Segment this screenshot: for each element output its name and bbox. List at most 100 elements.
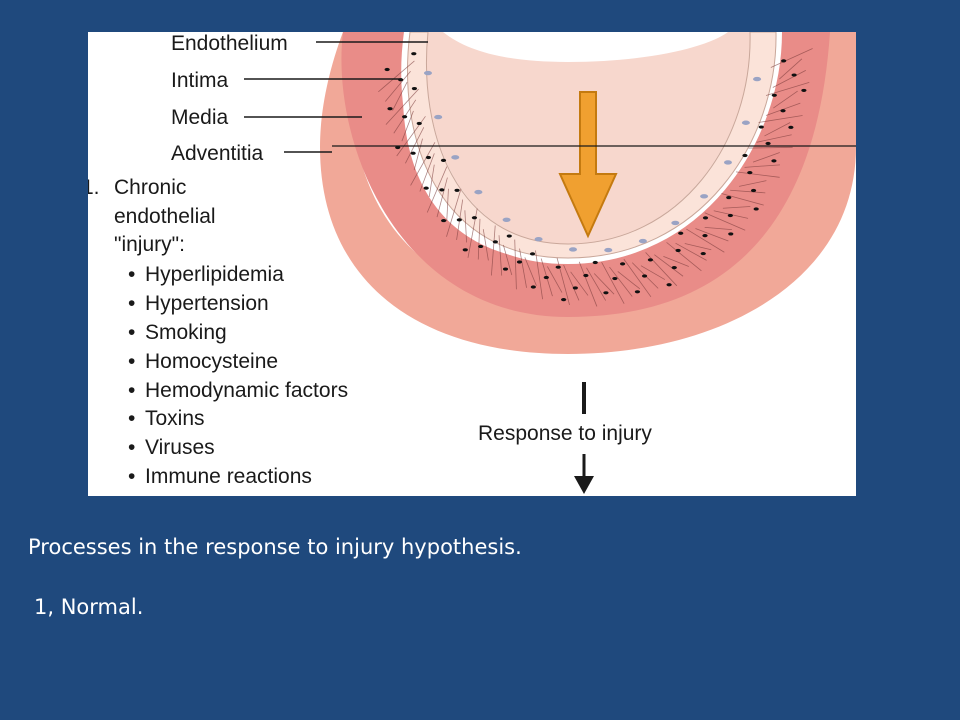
nucleus xyxy=(411,86,418,91)
media-fiber xyxy=(748,146,793,149)
media-fiber xyxy=(446,188,449,222)
cause-item: Toxins xyxy=(145,407,205,430)
media-fiber xyxy=(535,250,543,300)
media-fiber xyxy=(640,265,666,280)
cause-item: Immune reactions xyxy=(145,465,312,488)
artery-diagram: Endothelium Intima Media Adventitia 1. C… xyxy=(88,32,856,494)
nucleus xyxy=(502,267,509,271)
nucleus xyxy=(478,244,484,249)
media-fiber xyxy=(385,88,419,125)
media-fiber xyxy=(623,258,652,298)
media-fiber xyxy=(502,244,513,276)
nucleus xyxy=(647,258,654,262)
media-fiber xyxy=(586,267,607,301)
nucleus xyxy=(678,231,684,235)
media-fiber xyxy=(752,152,780,163)
list-number: 1. xyxy=(88,176,100,199)
injury-arrow-icon xyxy=(558,91,618,239)
cause-item: Smoking xyxy=(145,321,227,344)
media-fiber xyxy=(772,70,806,88)
nucleus xyxy=(702,234,708,238)
cause-bullet: • xyxy=(128,407,135,430)
nucleus xyxy=(612,276,618,281)
cause-item: Hemodynamic factors xyxy=(145,379,348,402)
media-fiber xyxy=(491,225,496,276)
media-fiber xyxy=(524,257,537,286)
cause-bullet: • xyxy=(128,263,135,286)
media-fiber xyxy=(764,122,791,137)
media-fiber xyxy=(704,226,732,231)
cause-bullet: • xyxy=(128,379,135,402)
media-fiber xyxy=(392,81,408,111)
nucleus xyxy=(516,260,523,264)
media-fiber xyxy=(758,115,803,123)
endothelial-nucleus xyxy=(753,76,762,82)
nucleus xyxy=(387,107,393,111)
media-fiber xyxy=(609,266,633,297)
media-fiber xyxy=(779,58,803,80)
nucleus xyxy=(402,115,408,119)
media-fiber xyxy=(482,229,489,261)
cause-bullet: • xyxy=(128,321,135,344)
media-fiber xyxy=(428,164,435,197)
media-fiber xyxy=(704,212,746,231)
media-fiber xyxy=(617,271,641,290)
nucleus xyxy=(634,290,641,294)
endothelium-label: Endothelium xyxy=(171,32,288,55)
nucleus xyxy=(728,232,734,236)
media-fiber xyxy=(570,271,589,296)
nucleus xyxy=(765,141,771,146)
endothelial-nucleus xyxy=(423,70,432,76)
media-fiber xyxy=(563,264,580,301)
nucleus xyxy=(671,266,677,270)
media-fiber xyxy=(736,171,780,178)
response-label: Response to injury xyxy=(478,422,652,445)
media-fiber xyxy=(464,210,467,243)
nucleus xyxy=(801,88,807,93)
nucleus xyxy=(492,240,498,244)
caption-main: Processes in the response to injury hypo… xyxy=(28,535,522,559)
media-fiber xyxy=(773,90,798,109)
media-fiber xyxy=(446,188,462,237)
media-nuclei xyxy=(384,52,807,302)
media-fiber xyxy=(519,248,527,288)
nucleus xyxy=(530,285,536,289)
endothelial-nucleus xyxy=(451,155,460,160)
nucleus xyxy=(791,73,797,77)
nucleus xyxy=(771,93,777,97)
endothelial-nucleus xyxy=(434,114,443,120)
heading-line-3: "injury": xyxy=(114,233,185,256)
media-fiber xyxy=(498,235,503,276)
nucleus xyxy=(771,159,777,163)
nucleus xyxy=(384,67,390,72)
nucleus xyxy=(750,188,757,193)
media-fiber xyxy=(739,180,767,187)
causes-list: • Hyperlipidemia • Hypertension • Smokin… xyxy=(128,263,348,488)
nucleus xyxy=(781,59,787,63)
nucleus xyxy=(425,155,432,160)
endothelium-layer xyxy=(407,32,777,259)
media-fiber xyxy=(514,239,517,290)
media-fiber xyxy=(578,261,598,307)
cause-item: Viruses xyxy=(145,436,215,459)
nucleus xyxy=(758,125,764,129)
heading-line-1: Chronic xyxy=(114,176,186,199)
endothelial-nucleus xyxy=(474,189,483,195)
nucleus xyxy=(423,186,429,190)
caption-sub: 1, Normal. xyxy=(34,595,144,619)
nucleus xyxy=(780,109,786,113)
nucleus xyxy=(619,262,626,266)
media-fiber xyxy=(601,262,625,304)
nucleus xyxy=(529,252,536,256)
nucleus xyxy=(742,153,748,158)
endothelial-nuclei xyxy=(423,70,762,253)
media-fiber xyxy=(765,82,810,96)
intima-label: Intima xyxy=(171,69,229,92)
nucleus xyxy=(439,188,445,192)
nucleus xyxy=(395,145,401,150)
media-fiber xyxy=(477,218,481,260)
nucleus xyxy=(641,274,648,278)
nucleus xyxy=(675,248,681,253)
cause-item: Hypertension xyxy=(145,292,269,315)
endothelial-nucleus xyxy=(568,247,577,252)
